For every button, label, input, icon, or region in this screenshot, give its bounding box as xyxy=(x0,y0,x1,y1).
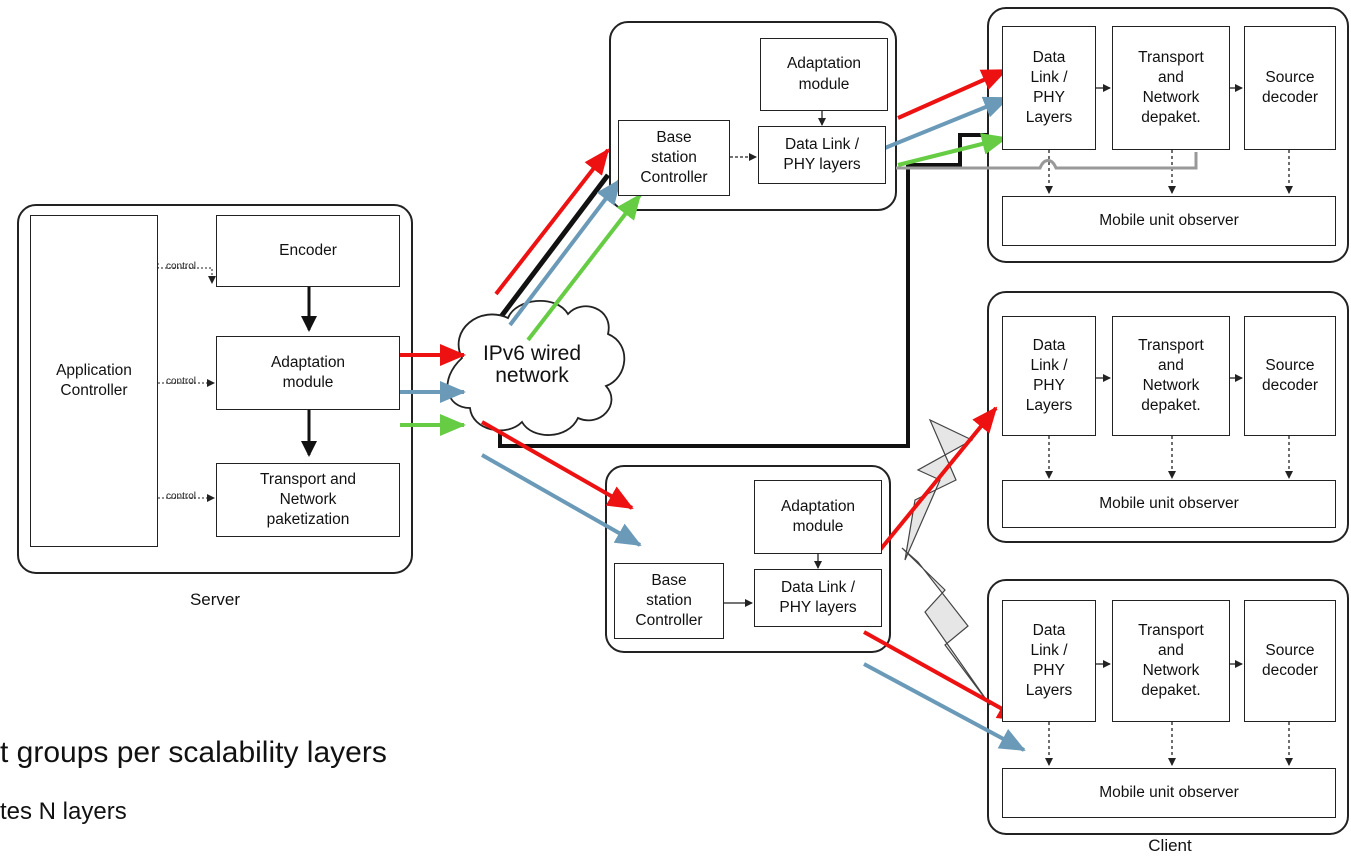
slide-bullet-line-1: t groups per scalability layers xyxy=(0,736,387,769)
client-2-arrows xyxy=(1045,374,1293,479)
bs-bottom-controller-box: Base station Controller xyxy=(614,563,724,639)
network-label: IPv6 wired network xyxy=(482,342,582,388)
client-1-transport-box: Transport and Network depaket. xyxy=(1112,26,1230,150)
application-controller-box: Application Controller xyxy=(30,215,158,547)
client-3-datalink-box: Data Link / PHY Layers xyxy=(1002,600,1096,722)
client-3-container xyxy=(987,579,1349,835)
client-caption: Client xyxy=(1148,836,1192,855)
control-label-encoder: control xyxy=(166,261,197,272)
bs-top-adaptation-module-box: Adaptation module xyxy=(760,38,888,111)
base-station-top-container xyxy=(609,21,897,211)
bs-top-datalink-box: Data Link / PHY layers xyxy=(758,126,886,184)
server-caption: Server xyxy=(189,590,241,609)
slide-bullet-line-2: tes N layers xyxy=(0,798,127,825)
bs-bottom-adaptation-module-box: Adaptation module xyxy=(754,480,882,554)
client-1-observer-box: Mobile unit observer xyxy=(1002,196,1336,246)
server-adaptation-module-box: Adaptation module xyxy=(216,336,400,410)
bs-top-controller-box: Base station Controller xyxy=(618,120,730,196)
wired-link-top xyxy=(498,173,610,320)
client-1-arrows xyxy=(1045,84,1293,194)
server-container xyxy=(17,204,413,574)
client-3-observer-box: Mobile unit observer xyxy=(1002,768,1336,818)
client-2-observer-box: Mobile unit observer xyxy=(1002,480,1336,528)
client-3-arrows xyxy=(1045,660,1293,766)
bs-bottom-datalink-box: Data Link / PHY layers xyxy=(754,569,882,627)
transport-paketization-box: Transport and Network paketization xyxy=(216,463,400,537)
client-1-decoder-box: Source decoder xyxy=(1244,26,1336,150)
control-label-adaptation: control xyxy=(166,376,197,387)
base-station-bottom-container xyxy=(605,465,891,653)
layer-arrows xyxy=(400,68,1026,752)
client-3-decoder-box: Source decoder xyxy=(1244,600,1336,722)
client-3-transport-box: Transport and Network depaket. xyxy=(1112,600,1230,722)
control-label-transport: control xyxy=(166,491,197,502)
client-2-transport-box: Transport and Network depaket. xyxy=(1112,316,1230,436)
control-arrow-encoder xyxy=(157,263,216,284)
client-2-datalink-box: Data Link / PHY Layers xyxy=(1002,316,1096,436)
client-1-datalink-box: Data Link / PHY Layers xyxy=(1002,26,1096,150)
wired-link-bottom xyxy=(498,133,988,448)
ipv6-network-cloud xyxy=(446,300,626,436)
encoder-box: Encoder xyxy=(216,215,400,287)
client-2-decoder-box: Source decoder xyxy=(1244,316,1336,436)
wireless-bolt-upper-icon xyxy=(904,418,974,561)
feedback-line-client-1 xyxy=(896,152,1198,170)
wireless-bolt-lower-icon xyxy=(901,547,991,706)
